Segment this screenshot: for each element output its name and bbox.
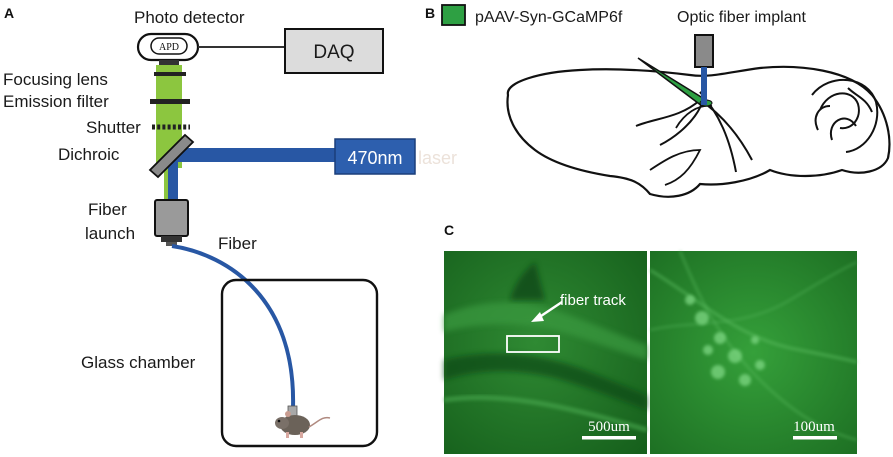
virus-legend-swatch [441,4,466,26]
panel-c-letter: C [444,222,454,238]
daq-box: DAQ [284,28,384,74]
emission-filter-label: Emission filter [3,92,109,111]
focusing-lens [154,72,186,76]
fiber-launch [154,199,189,246]
brain-outline [506,65,891,198]
panel-a-letter: A [4,5,14,21]
glass-chamber [220,278,379,448]
shutter-label: Shutter [86,118,141,137]
roi-box [506,335,560,353]
laser-wavelength-label: 470nm [347,148,402,168]
scale-bar-left [582,436,636,440]
apd-label: APD [159,42,179,53]
emission-filter [150,99,190,104]
fiber-track-arrow [537,300,563,320]
scale-bar-right [793,436,837,440]
fiber-track-label: fiber track [560,292,626,309]
focusing-lens-label: Focusing lens [3,70,108,89]
neuron-cell-bodies [685,295,765,386]
laser-word-label: laser [418,148,457,168]
optic-fiber-implant [694,34,714,105]
apd-detector: APD [136,32,200,65]
virus-label: pAAV-Syn-GCaMP6f [475,9,623,26]
fiber-launch-label-2: launch [85,224,135,243]
glass-chamber-label: Glass chamber [81,353,196,372]
micrograph-low-mag: fiber track 500um [443,251,648,454]
laser-beam [174,148,336,162]
implant-label: Optic fiber implant [677,9,806,26]
scale-bar-left-label: 500um [588,419,630,435]
dichroic-label: Dichroic [58,145,120,164]
photo-detector-label: Photo detector [134,8,245,27]
panel-b-letter: B [425,5,435,21]
panel-c: C fiber track 500um [443,222,858,454]
scale-bar-right-label: 100um [793,419,835,435]
cerebellum [811,79,879,153]
mouse-icon [275,405,331,438]
dichroic-mirror [148,133,195,179]
laser-source: 470nm laser [334,138,457,175]
thalamus-outline [649,149,702,186]
fornix-outline [659,91,737,173]
fiber-launch-label-1: Fiber [88,200,127,219]
panel-b: B pAAV-Syn-GCaMP6f Optic fiber implant [425,4,891,198]
fiber-label: Fiber [218,234,257,253]
daq-label: DAQ [313,42,354,63]
virus-injection [637,57,708,108]
fiber-cable [171,244,296,409]
panel-a: A Photo detector APD DAQ Focusin [3,5,457,448]
fiber-track-arrowhead [531,312,544,322]
micrograph-high-mag: 100um [649,250,858,454]
laser-beam-down [168,160,178,200]
